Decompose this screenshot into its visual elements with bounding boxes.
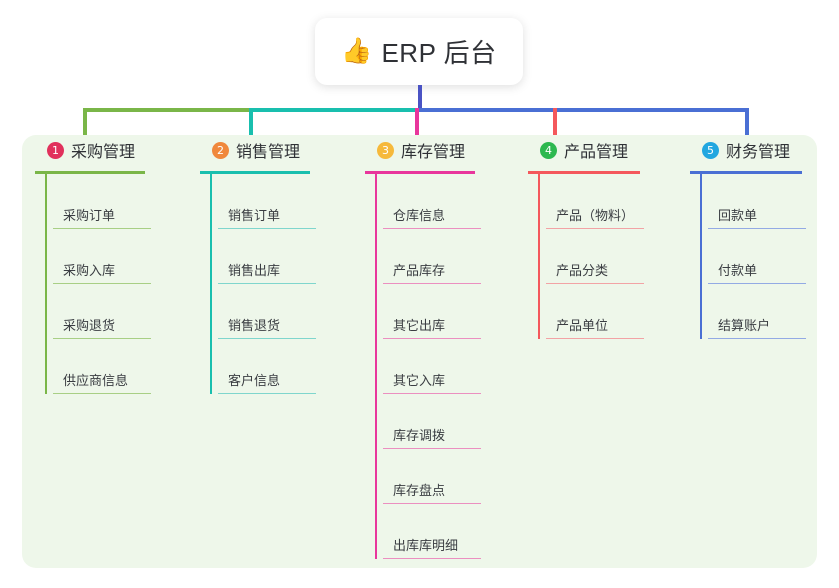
branch-spine: [700, 174, 702, 339]
branch-column-销售管理: 2 销售管理销售订单销售出库销售退货客户信息: [200, 135, 316, 394]
branch-item-label: 销售出库: [218, 260, 316, 284]
branch-item-label: 结算账户: [708, 315, 806, 339]
branch-item[interactable]: 采购入库: [53, 229, 151, 284]
branch-item[interactable]: 结算账户: [708, 284, 806, 339]
branch-item[interactable]: 仓库信息: [383, 174, 481, 229]
branch-item[interactable]: 采购退货: [53, 284, 151, 339]
branch-item-label: 采购入库: [53, 260, 151, 284]
branch-header-underline: [35, 171, 145, 174]
branch-title: 产品管理: [564, 144, 629, 161]
thumbs-up-emoji: 👍: [341, 37, 373, 65]
branch-item-label: 采购退货: [53, 315, 151, 339]
connector-drop-采购管理: [83, 108, 87, 150]
branch-item-label: 销售退货: [218, 315, 316, 339]
connector-horizontal-segment: [83, 108, 253, 112]
branch-item[interactable]: 客户信息: [218, 339, 316, 394]
branch-index-badge: 3: [377, 141, 394, 159]
branch-title: 销售管理: [236, 144, 301, 161]
branch-item[interactable]: 库存调拨: [383, 394, 481, 449]
connector-drop-产品管理: [553, 108, 557, 150]
branch-spine: [375, 174, 377, 559]
root-node-content: 👍 ERP 后台: [341, 33, 496, 70]
connector-drop-销售管理: [249, 108, 253, 150]
branch-item-label: 客户信息: [218, 370, 316, 394]
branch-item-label: 产品分类: [546, 260, 644, 284]
root-node-erp-backend[interactable]: 👍 ERP 后台: [315, 18, 523, 85]
branch-item-label: 产品库存: [383, 260, 481, 284]
branch-index-badge: 2: [212, 141, 229, 159]
branch-item[interactable]: 销售退货: [218, 284, 316, 339]
branch-header-库存管理[interactable]: 3 库存管理: [365, 135, 481, 165]
branch-index-badge: 1: [47, 141, 64, 159]
connector-horizontal-segment: [249, 108, 422, 112]
branch-item-label: 产品（物料）: [546, 205, 645, 229]
branch-item-label: 回款单: [708, 205, 806, 229]
branch-title: 财务管理: [726, 144, 791, 161]
branch-item-label: 出库库明细: [383, 535, 481, 559]
branch-header-underline: [690, 171, 802, 174]
branch-header-产品管理[interactable]: 4 产品管理: [528, 135, 644, 165]
branch-items: 回款单付款单结算账户: [690, 174, 806, 339]
branch-header-销售管理[interactable]: 2 销售管理: [200, 135, 316, 165]
branch-item-label: 其它入库: [383, 370, 481, 394]
branch-item-label: 仓库信息: [383, 205, 481, 229]
connector-drop-财务管理: [745, 108, 749, 150]
root-connector-stem: [418, 85, 422, 110]
branch-items: 产品（物料） 产品分类产品单位: [528, 174, 645, 339]
branch-item-label: 供应商信息: [53, 370, 151, 394]
branch-item-label: 销售订单: [218, 205, 316, 229]
branch-item[interactable]: 销售出库: [218, 229, 316, 284]
branch-item[interactable]: 其它入库: [383, 339, 481, 394]
branch-index-badge: 4: [540, 141, 557, 159]
branch-title: 库存管理: [401, 144, 466, 161]
branch-item[interactable]: 出库库明细: [383, 504, 481, 559]
branch-item[interactable]: 回款单: [708, 174, 806, 229]
branch-spine: [210, 174, 212, 394]
connector-drop-库存管理: [415, 108, 419, 150]
branch-item[interactable]: 产品分类: [546, 229, 644, 284]
branch-items: 仓库信息产品库存其它出库其它入库库存调拨库存盘点出库库明细: [365, 174, 481, 559]
branch-item[interactable]: 产品库存: [383, 229, 481, 284]
branch-item[interactable]: 产品（物料）: [546, 174, 645, 229]
branch-items: 销售订单销售出库销售退货客户信息: [200, 174, 316, 394]
branch-spine: [45, 174, 47, 394]
branch-header-underline: [200, 171, 310, 174]
branch-index-badge: 5: [702, 141, 719, 159]
branch-spine: [538, 174, 540, 339]
branch-item[interactable]: 库存盘点: [383, 449, 481, 504]
branch-item-label: 采购订单: [53, 205, 151, 229]
connector-horizontal-segment: [418, 108, 749, 112]
branch-header-财务管理[interactable]: 5 财务管理: [690, 135, 806, 165]
branch-item[interactable]: 产品单位: [546, 284, 644, 339]
branch-item[interactable]: 其它出库: [383, 284, 481, 339]
branch-column-采购管理: 1 采购管理采购订单采购入库采购退货供应商信息: [35, 135, 151, 394]
branch-item-label: 库存调拨: [383, 425, 481, 449]
branch-column-财务管理: 5 财务管理回款单付款单结算账户: [690, 135, 806, 339]
page-title: ERP 后台: [381, 38, 497, 68]
branch-item[interactable]: 付款单: [708, 229, 806, 284]
branch-header-采购管理[interactable]: 1 采购管理: [35, 135, 151, 165]
branch-item-label: 其它出库: [383, 315, 481, 339]
branch-column-产品管理: 4 产品管理产品（物料） 产品分类产品单位: [528, 135, 645, 339]
branch-item-label: 库存盘点: [383, 480, 481, 504]
branch-item-label: 产品单位: [546, 315, 644, 339]
branches-panel: 1 采购管理采购订单采购入库采购退货供应商信息 2 销售管理销售订单销售出库销售退货客…: [22, 135, 817, 568]
branch-header-underline: [528, 171, 640, 174]
branch-title: 采购管理: [71, 144, 136, 161]
branch-column-库存管理: 3 库存管理仓库信息产品库存其它出库其它入库库存调拨库存盘点出库库明细: [365, 135, 481, 559]
branch-item[interactable]: 销售订单: [218, 174, 316, 229]
branch-items: 采购订单采购入库采购退货供应商信息: [35, 174, 151, 394]
branch-header-underline: [365, 171, 475, 174]
branch-item-label: 付款单: [708, 260, 806, 284]
branch-item[interactable]: 采购订单: [53, 174, 151, 229]
branch-item[interactable]: 供应商信息: [53, 339, 151, 394]
